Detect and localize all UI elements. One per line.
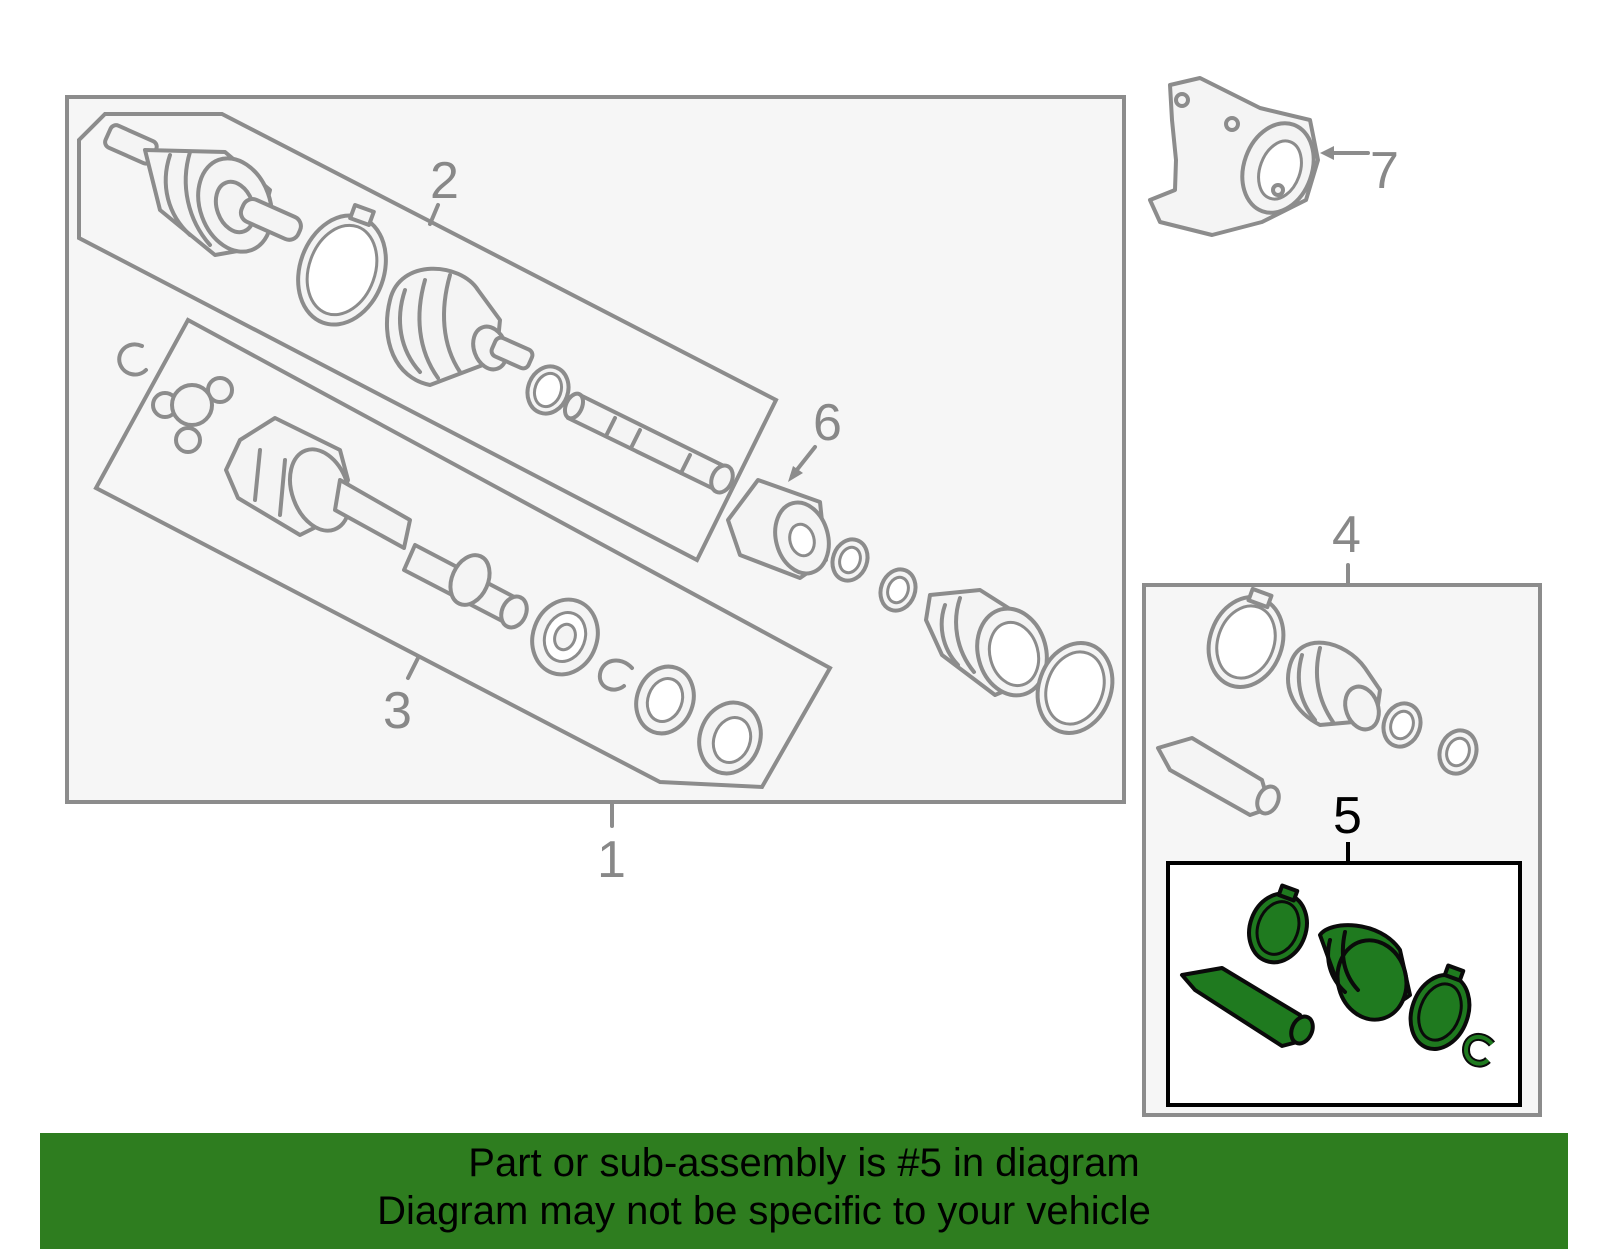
dynamic-damper-part <box>726 478 831 580</box>
intermediate-shaft-part <box>402 543 529 630</box>
banner-line-1: Part or sub-assembly is #5 in diagram <box>468 1141 1140 1185</box>
callout-5[interactable]: 5 <box>1333 787 1362 845</box>
kit-5-clamp-large-part <box>1247 883 1309 965</box>
outer-cv-joint-part <box>103 123 303 257</box>
outer-boot-part <box>384 266 535 387</box>
tripod-spider-part <box>151 376 234 454</box>
clamp-pair-part <box>830 537 918 613</box>
callout-7[interactable]: 7 <box>1370 142 1399 200</box>
boot-clamp-large-part <box>296 203 388 327</box>
kit-4-grease-tube-part <box>1156 736 1281 817</box>
inner-cv-housing-part <box>224 416 412 550</box>
kit-5-boot-part <box>1318 923 1412 1022</box>
info-banner: Part or sub-assembly is #5 in diagram Di… <box>40 1133 1568 1249</box>
banner-line-2: Diagram may not be specific to your vehi… <box>377 1189 1151 1233</box>
kit-5-snap-ring-fill-part <box>1463 1034 1494 1066</box>
callout-6-arrow <box>788 445 817 482</box>
kit-4-clamp-small-part <box>1381 701 1479 776</box>
kit-4-clamp-large-part <box>1206 586 1286 689</box>
inner-boot-part <box>924 588 1049 698</box>
callout-7-arrow <box>1320 146 1370 160</box>
callout-2[interactable]: 2 <box>430 152 459 210</box>
callout-1[interactable]: 1 <box>597 831 626 889</box>
kit-5-clamp-right-part <box>1408 963 1472 1051</box>
bearing-part <box>530 597 600 677</box>
boot-clamp-right-part <box>1035 641 1115 735</box>
snap-ring-2-part <box>597 658 634 692</box>
callout-3[interactable]: 3 <box>383 682 412 740</box>
boot-clamp-small-part <box>525 364 571 416</box>
callout-6[interactable]: 6 <box>813 394 842 452</box>
bearing-bracket-part <box>1148 76 1320 237</box>
callout-4[interactable]: 4 <box>1332 506 1361 564</box>
kit-4-boot-part <box>1286 640 1382 732</box>
oil-seal-part <box>634 664 696 736</box>
dust-cover-part <box>697 700 763 776</box>
snap-ring-part <box>117 342 148 377</box>
kit-5-grease-tube-part <box>1180 966 1315 1048</box>
axle-shaft-part <box>562 391 735 495</box>
